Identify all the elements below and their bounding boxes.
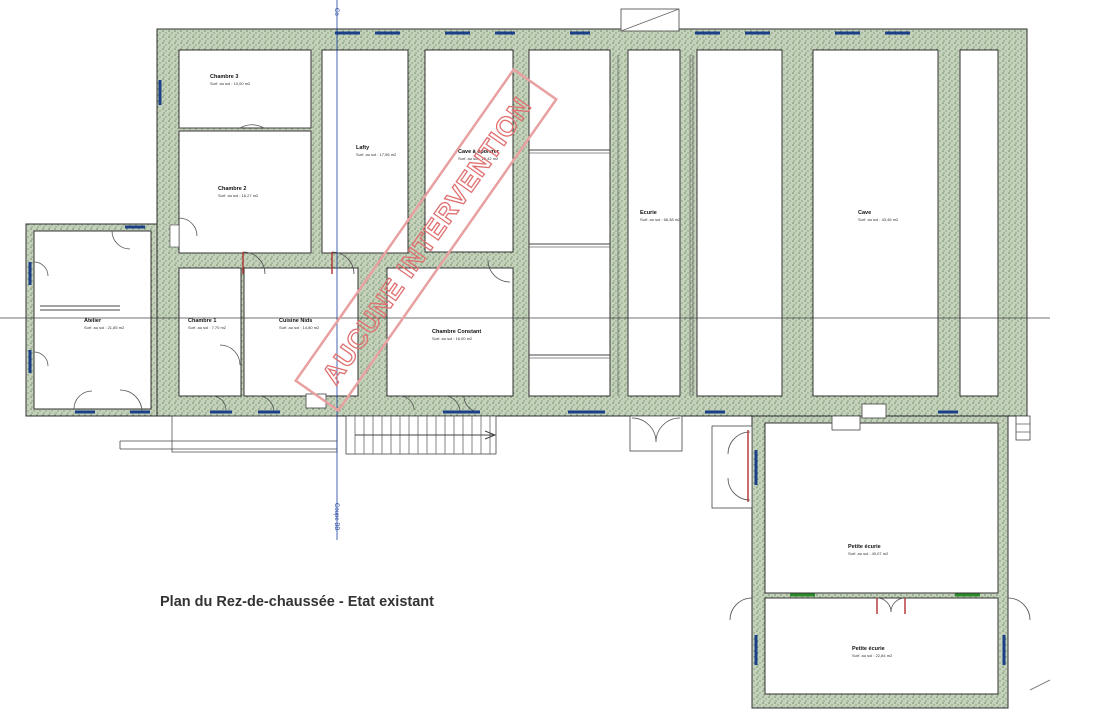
room-lafty-area: Surf. au sol : 17,56 m2 <box>356 152 397 157</box>
plan-title: Plan du Rez-de-chaussée - Etat existant <box>160 594 434 610</box>
staircase <box>345 415 497 455</box>
room-ecurie-name: Ecurie <box>640 210 657 216</box>
axis-label-bottom: Coupe BB <box>333 503 339 530</box>
room-chambre1-area: Surf. au sol : 7,70 m2 <box>188 325 227 330</box>
doors <box>33 124 906 614</box>
room-chambre3-area: Surf. au sol : 10,00 m2 <box>210 81 251 86</box>
room-petite-ecurie1-name: Petite écurie <box>848 544 881 550</box>
stamp-frame <box>293 67 559 413</box>
room-cuisine-name: Cuisine Nids <box>279 318 312 324</box>
room-chambre3-name: Chambre 3 <box>210 74 238 80</box>
room-petite-ecurie2-name: Petite écurie <box>852 646 885 652</box>
rooms <box>178 49 999 695</box>
section-axes: Co Coupe BB <box>0 0 1050 540</box>
room-chambre-constant-area: Surf. au sol : 16,00 m2 <box>432 336 473 341</box>
room-cave-epoivrer-name: Cave à epoivrer <box>458 149 500 155</box>
axis-label-top: Co <box>333 8 339 16</box>
atelier-annex-walls <box>25 223 158 417</box>
room-atelier-name: Atelier <box>84 318 102 324</box>
room-cave-name: Cave <box>858 210 871 216</box>
room-cave-epoivrer-area: Surf. au sol : 15,42 m2 <box>458 156 499 161</box>
room-chambre2-area: Surf. au sol : 16,27 m2 <box>218 193 259 198</box>
room-chambre-constant-name: Chambre Constant <box>432 329 481 335</box>
room-labels: Chambre 3 Surf. au sol : 10,00 m2 Chambr… <box>84 74 899 658</box>
room-cave-area: Surf. au sol : 43,46 m2 <box>858 217 899 222</box>
windows <box>28 31 1006 665</box>
room-chambre1-name: Chambre 1 <box>188 318 216 324</box>
room-atelier-area: Surf. au sol : 21,85 m2 <box>84 325 125 330</box>
room-lafty-name: Lafty <box>356 145 370 151</box>
room-petite-ecurie1-area: Surf. au sol : 40,07 m2 <box>848 551 889 556</box>
room-petite-ecurie2-area: Surf. au sol : 22,84 m2 <box>852 653 893 658</box>
room-chambre2-name: Chambre 2 <box>218 186 246 192</box>
room-ecurie-area: Surf. au sol : 68,38 m2 <box>640 217 681 222</box>
interior-details <box>40 8 1051 691</box>
room-cuisine-area: Surf. au sol : 14,80 m2 <box>279 325 320 330</box>
